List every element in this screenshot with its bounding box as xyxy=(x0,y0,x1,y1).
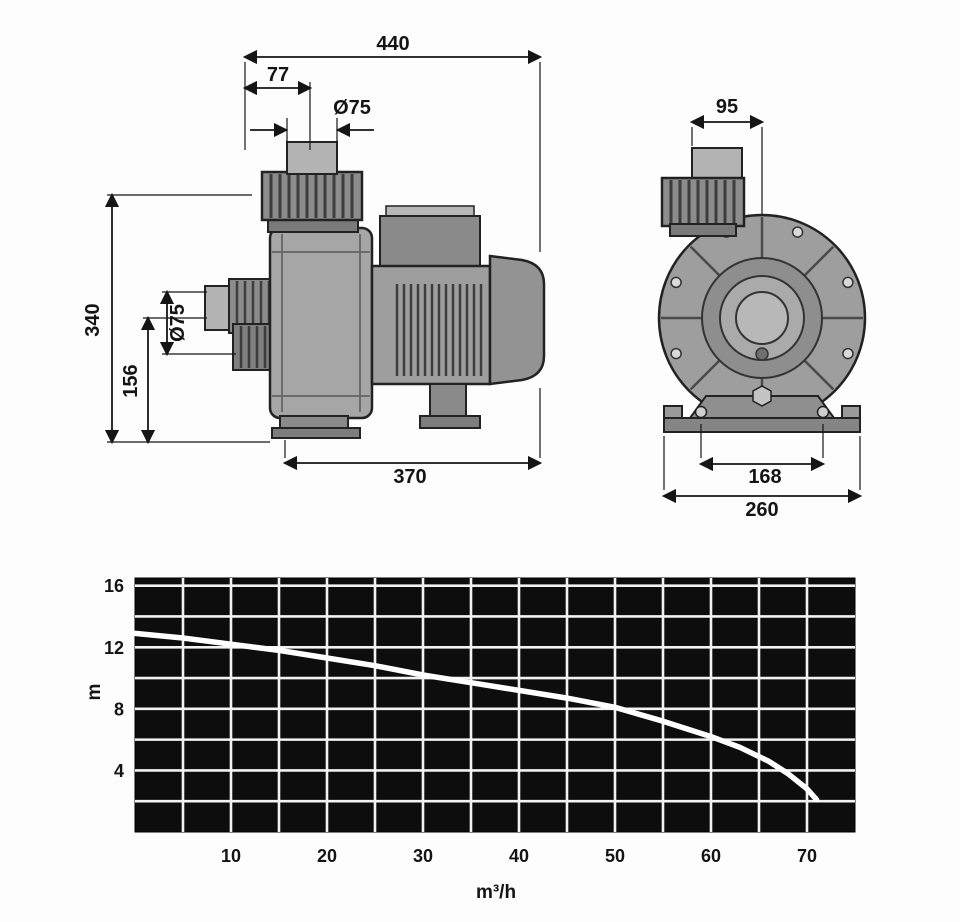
front-view xyxy=(657,147,867,433)
x-tick-label: 60 xyxy=(701,846,721,866)
x-tick-label: 70 xyxy=(797,846,817,866)
dim-port-offset: 95 xyxy=(716,96,738,118)
drain-plug xyxy=(755,347,769,361)
x-axis-label: m³/h xyxy=(476,882,516,903)
terminal-box xyxy=(379,215,481,267)
y-axis-ticks: 4 8 12 16 xyxy=(104,576,124,781)
base-plate xyxy=(663,417,861,433)
dim-base-width: 260 xyxy=(745,499,778,521)
bolt-icon xyxy=(670,276,682,289)
x-tick-label: 30 xyxy=(413,846,433,866)
foot-bolt-icon xyxy=(694,405,708,419)
x-tick-label: 20 xyxy=(317,846,337,866)
y-tick-label: 12 xyxy=(104,638,124,658)
x-axis-ticks: 10 20 30 40 50 60 70 xyxy=(221,846,817,866)
front-union-nut xyxy=(660,176,746,228)
pump-base-plate xyxy=(271,427,361,439)
x-tick-label: 10 xyxy=(221,846,241,866)
front-view-dimensions: 95 168 260 xyxy=(661,96,863,521)
x-tick-label: 50 xyxy=(605,846,625,866)
x-tick-label: 40 xyxy=(509,846,529,866)
dim-inlet-offset: 77 xyxy=(267,64,289,86)
rib-line xyxy=(689,245,721,277)
performance-chart: 4 8 12 16 10 20 30 40 50 60 70 m m³/h xyxy=(84,576,856,903)
dim-overall-height: 340 xyxy=(82,303,104,336)
dim-foot-bolt-spacing: 168 xyxy=(748,466,781,488)
y-tick-label: 16 xyxy=(104,576,124,596)
pump-curve-line xyxy=(132,630,820,803)
dim-base-length: 370 xyxy=(393,466,426,488)
y-tick-label: 8 xyxy=(114,699,124,719)
front-pipe-stub xyxy=(691,147,743,181)
bolt-icon xyxy=(842,347,854,360)
motor-cooling-fins xyxy=(395,284,483,376)
rib-line xyxy=(689,359,721,391)
bottom-hex-plug xyxy=(752,385,772,407)
motor-end-cap xyxy=(488,254,546,386)
y-tick-label: 4 xyxy=(114,761,124,781)
rib-line xyxy=(803,245,835,277)
lid-nut-body xyxy=(260,170,364,222)
top-pipe-stub xyxy=(286,141,338,175)
motor-base-plate xyxy=(419,415,481,429)
dim-overall-length: 440 xyxy=(376,33,409,55)
strainer-tank xyxy=(268,226,374,420)
plot-area xyxy=(134,577,856,833)
bolt-icon xyxy=(842,276,854,289)
hub xyxy=(735,291,789,345)
volute-radial-ribs xyxy=(661,217,863,419)
motor-foot xyxy=(429,383,467,417)
front-union-nut-body xyxy=(660,176,746,228)
side-view xyxy=(204,141,546,439)
y-axis-label: m xyxy=(84,684,105,701)
foot-bolt-icon xyxy=(816,405,830,419)
bolt-icon xyxy=(791,226,804,238)
side-view-dimensions: 440 77 Ø75 340 156 Ø75 xyxy=(82,33,543,488)
bolt-icon xyxy=(670,347,682,360)
dim-inlet-center-height: 156 xyxy=(120,364,142,397)
lid-nut xyxy=(260,170,364,222)
pump-curve xyxy=(132,630,820,803)
technical-drawing: 440 77 Ø75 340 156 Ø75 xyxy=(82,33,867,521)
front-collar xyxy=(669,223,737,237)
dim-top-port-diameter: Ø75 xyxy=(333,97,371,119)
dim-side-port-diameter: Ø75 xyxy=(167,304,189,342)
rib-line xyxy=(803,359,835,391)
